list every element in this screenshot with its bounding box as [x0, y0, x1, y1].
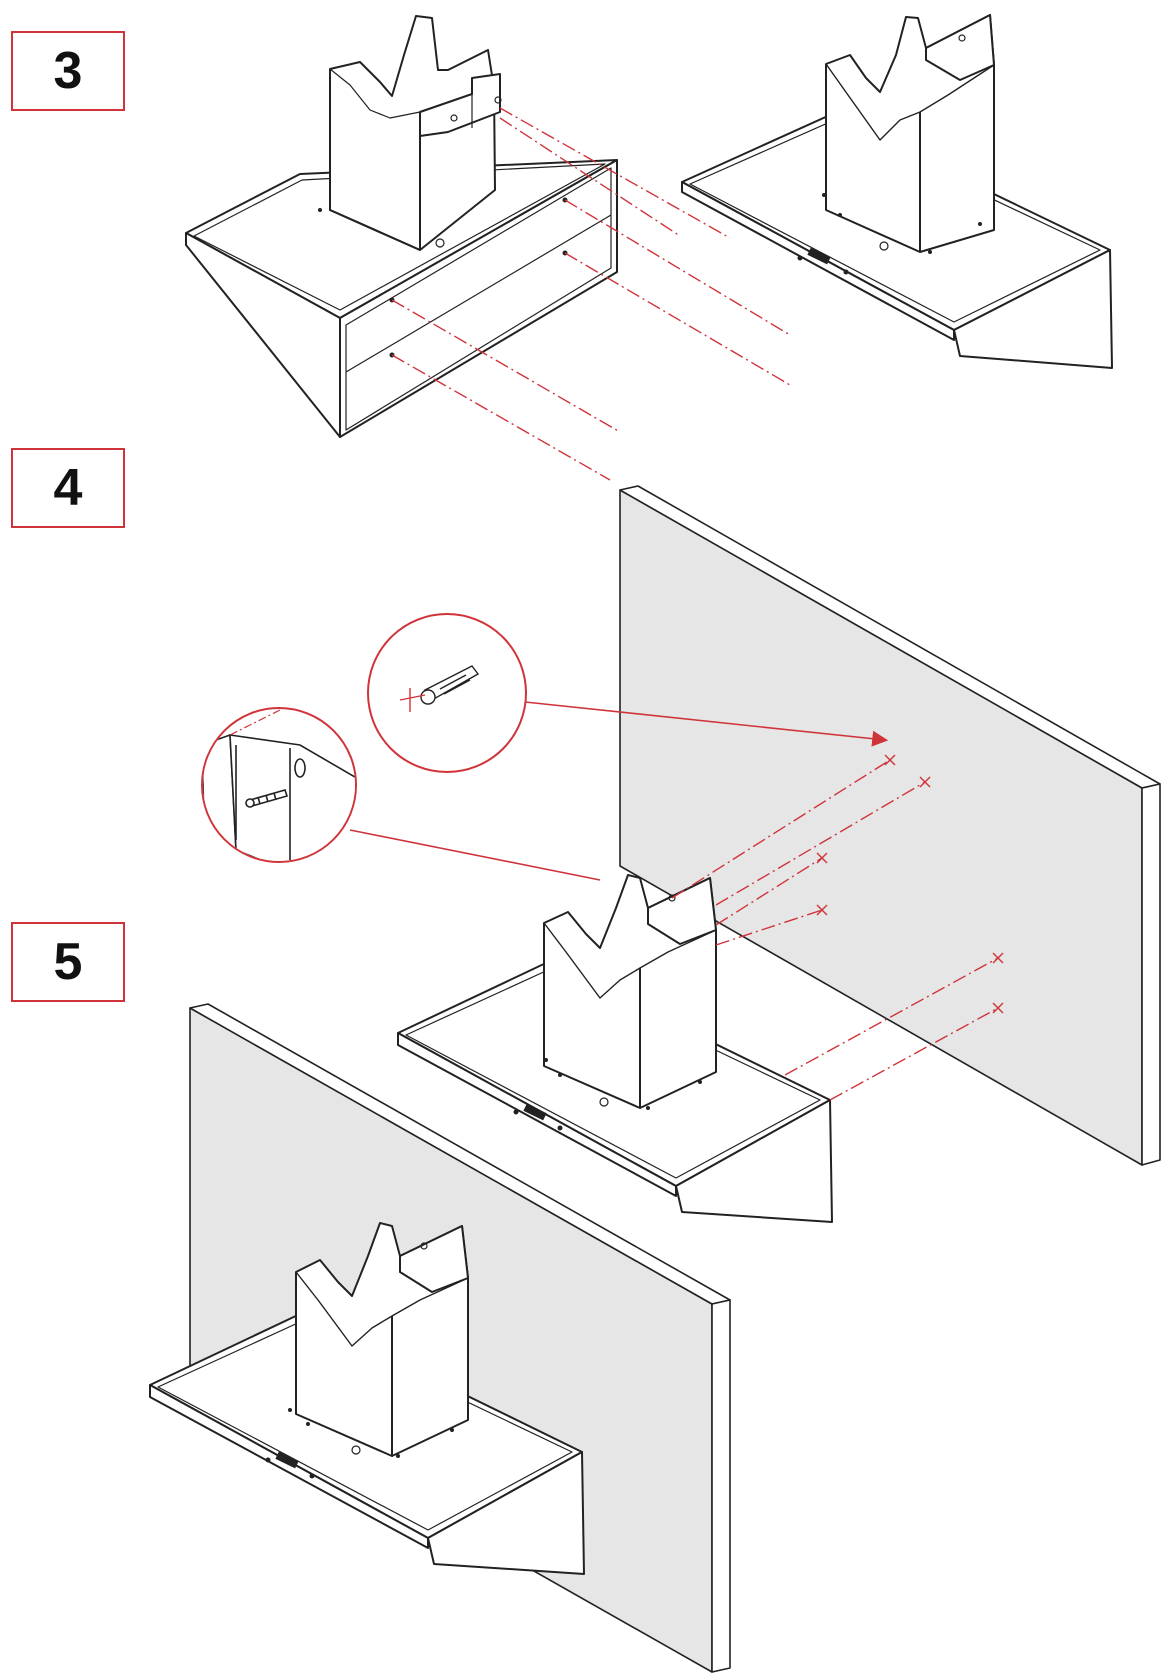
wall-plug-detail [367, 613, 889, 773]
step3-hood-rear-view [185, 15, 618, 438]
step5-hood-installed [149, 1222, 585, 1575]
wall-plug-icon [420, 665, 480, 705]
bracket-screw-detail [201, 707, 601, 881]
step4-alignment-lines [671, 754, 1004, 1101]
wall-mark-crosses [816, 754, 1004, 1014]
step3-alignment-lines [391, 107, 791, 481]
step-5-label: 5 [11, 922, 125, 1002]
step-4-label: 4 [11, 448, 125, 528]
step3-hood-front-view [681, 14, 1113, 369]
screw-icon [245, 789, 289, 808]
step-3-label: 3 [11, 31, 125, 111]
step4-hood [397, 874, 833, 1223]
step4-wall [619, 485, 1161, 1166]
